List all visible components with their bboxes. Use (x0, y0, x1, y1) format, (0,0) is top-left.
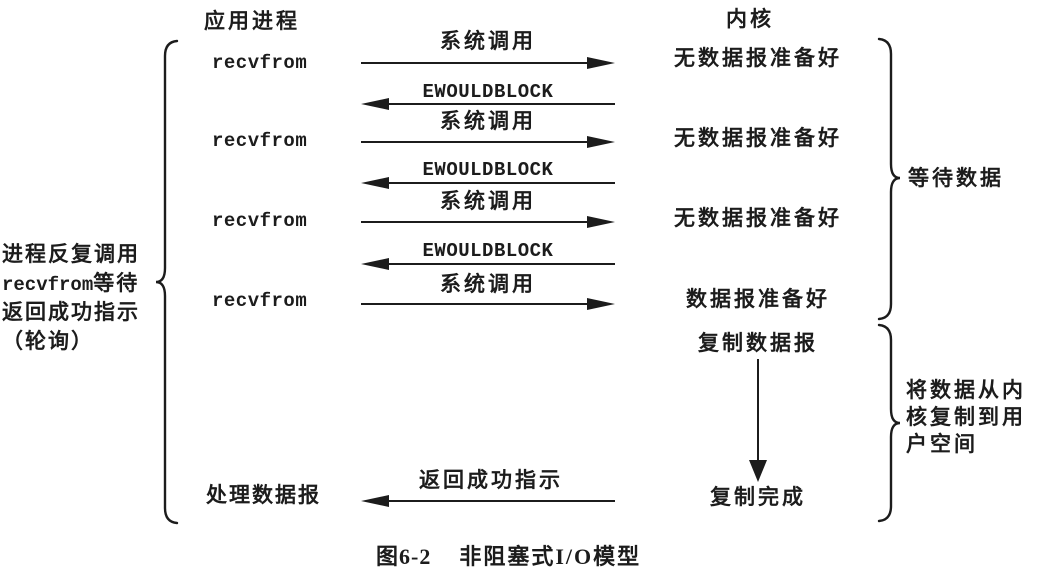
syscall-arrow-1 (361, 56, 615, 70)
polling-note-line1: 进程反复调用 (2, 242, 140, 266)
polling-note-line4: （轮询） (2, 329, 94, 353)
ewouldblock-arrow-2 (361, 176, 615, 190)
kernel-status-3: 无数据报准备好 (674, 206, 842, 230)
polling-note-recvfrom: recvfrom (2, 274, 94, 296)
ewouldblock-label-2: EWOULDBLOCK (422, 159, 554, 181)
syscall-arrow-3 (361, 215, 615, 229)
copy-data-brace (877, 323, 901, 523)
syscall-label-2: 系统调用 (440, 109, 536, 133)
ewouldblock-label-1: EWOULDBLOCK (422, 81, 554, 103)
arrowhead-right-icon (587, 136, 615, 148)
kernel-status-1: 无数据报准备好 (674, 46, 842, 70)
syscall-label-1: 系统调用 (440, 29, 536, 53)
copy-progress-arrow (749, 359, 767, 482)
arrowhead-left-icon (361, 98, 389, 110)
wait-data-label: 等待数据 (908, 166, 1004, 190)
polling-note-line2-suffix: 等待 (93, 271, 140, 295)
copy-note-label: 将数据从内 核复制到用 户空间 (906, 378, 1026, 456)
arrowhead-down-icon (749, 460, 767, 482)
recvfrom-call-1: recvfrom (212, 52, 308, 74)
syscall-arrow-2 (361, 135, 615, 149)
arrowhead-right-icon (587, 298, 615, 310)
recvfrom-call-2: recvfrom (212, 130, 308, 152)
arrowhead-right-icon (587, 216, 615, 228)
recvfrom-call-3: recvfrom (212, 210, 308, 232)
arrowhead-left-icon (361, 495, 389, 507)
kernel-header: 内核 (726, 7, 774, 31)
ewouldblock-label-3: EWOULDBLOCK (422, 240, 554, 262)
kernel-status-ready: 数据报准备好 (686, 287, 830, 311)
left-polling-brace (155, 39, 179, 525)
arrowhead-left-icon (361, 177, 389, 189)
ewouldblock-arrow-3 (361, 257, 615, 271)
application-process-header: 应用进程 (204, 9, 300, 33)
return-arrow (361, 494, 615, 508)
kernel-status-2: 无数据报准备好 (674, 126, 842, 150)
polling-note: 进程反复调用 recvfrom等待 返回成功指示 （轮询） (2, 238, 140, 354)
copy-datagram-label: 复制数据报 (698, 331, 818, 355)
recvfrom-call-4: recvfrom (212, 290, 308, 312)
syscall-arrow-4 (361, 297, 615, 311)
polling-note-line3: 返回成功指示 (2, 300, 140, 324)
wait-data-brace (877, 37, 901, 321)
arrowhead-left-icon (361, 258, 389, 270)
syscall-label-4: 系统调用 (440, 272, 536, 296)
figure-title: 非阻塞式I/O模型 (459, 544, 642, 569)
copy-complete-label: 复制完成 (710, 485, 806, 509)
process-datagram-label: 处理数据报 (206, 483, 321, 507)
figure-caption: 图6-2 非阻塞式I/O模型 (376, 539, 641, 570)
syscall-label-3: 系统调用 (440, 189, 536, 213)
arrowhead-right-icon (587, 57, 615, 69)
polling-note-line2: recvfrom等待 (2, 267, 140, 296)
figure-number: 图6-2 (376, 544, 432, 569)
return-success-label: 返回成功指示 (419, 468, 563, 492)
ewouldblock-arrow-1 (361, 97, 615, 111)
